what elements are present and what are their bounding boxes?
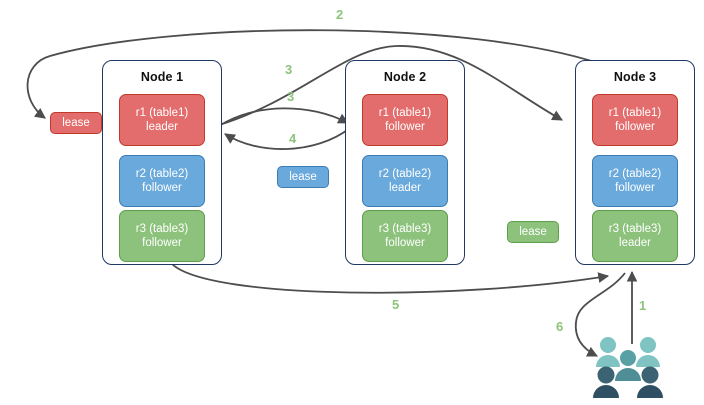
edge-3b-path: [218, 107, 349, 127]
edge-label-6: 6: [556, 319, 564, 334]
replica-name: r2 (table2): [378, 168, 432, 180]
node-title-node2: Node 2: [383, 70, 427, 84]
replica-name: r1 (table1): [135, 107, 189, 119]
replica-role: follower: [615, 182, 655, 194]
replica-name: r3 (table3): [608, 223, 662, 235]
replica-role: follower: [385, 237, 425, 249]
node-title-node3: Node 3: [613, 70, 657, 84]
replica-node3-r1[interactable]: r1 (table1) follower: [592, 94, 678, 146]
edge-label-2: 2: [336, 7, 344, 22]
replica-node2-r1[interactable]: r1 (table1) follower: [362, 94, 448, 146]
edge-label-3a: 3: [285, 62, 293, 77]
replica-name: r1 (table1): [378, 107, 432, 119]
replica-role: leader: [146, 121, 178, 133]
replica-name: r1 (table1): [608, 107, 662, 119]
node-title-node1: Node 1: [140, 70, 184, 84]
replica-role: leader: [619, 237, 651, 249]
replica-node3-r3[interactable]: r3 (table3) leader: [592, 210, 678, 262]
replica-node1-r1[interactable]: r1 (table1) leader: [119, 94, 205, 146]
replica-node3-r2[interactable]: r2 (table2) follower: [592, 155, 678, 207]
replica-name: r2 (table2): [135, 168, 189, 180]
node-box-node3[interactable]: Node 3 r1 (table1) follower r2 (table2) …: [575, 60, 695, 265]
replica-node2-r3[interactable]: r3 (table3) follower: [362, 210, 448, 262]
edge-4-path: [224, 127, 351, 150]
replica-name: r2 (table2): [608, 168, 662, 180]
lease-badge-blue[interactable]: lease: [277, 166, 329, 188]
replica-node1-r2[interactable]: r2 (table2) follower: [119, 155, 205, 207]
node-box-node2[interactable]: Node 2 r1 (table1) follower r2 (table2) …: [345, 60, 465, 265]
users-icon: [593, 337, 663, 398]
edge-label-4: 4: [289, 131, 297, 146]
edge-label-5: 5: [392, 297, 400, 312]
node-box-node1[interactable]: Node 1 r1 (table1) leader r2 (table2) fo…: [102, 60, 222, 265]
lease-badge-red[interactable]: lease: [50, 112, 102, 134]
replica-role: follower: [615, 121, 655, 133]
replica-name: r3 (table3): [378, 223, 432, 235]
replica-role: follower: [385, 121, 425, 133]
lease-badge-green[interactable]: lease: [507, 221, 559, 243]
edge-label-1: 1: [639, 298, 647, 313]
replica-node1-r3[interactable]: r3 (table3) follower: [119, 210, 205, 262]
replica-role: follower: [142, 182, 182, 194]
edge-label-3b: 3: [287, 89, 295, 104]
replica-role: follower: [142, 237, 182, 249]
replica-name: r3 (table3): [135, 223, 189, 235]
replica-role: leader: [389, 182, 421, 194]
replica-node2-r2[interactable]: r2 (table2) leader: [362, 155, 448, 207]
edge-5-path: [171, 263, 610, 294]
